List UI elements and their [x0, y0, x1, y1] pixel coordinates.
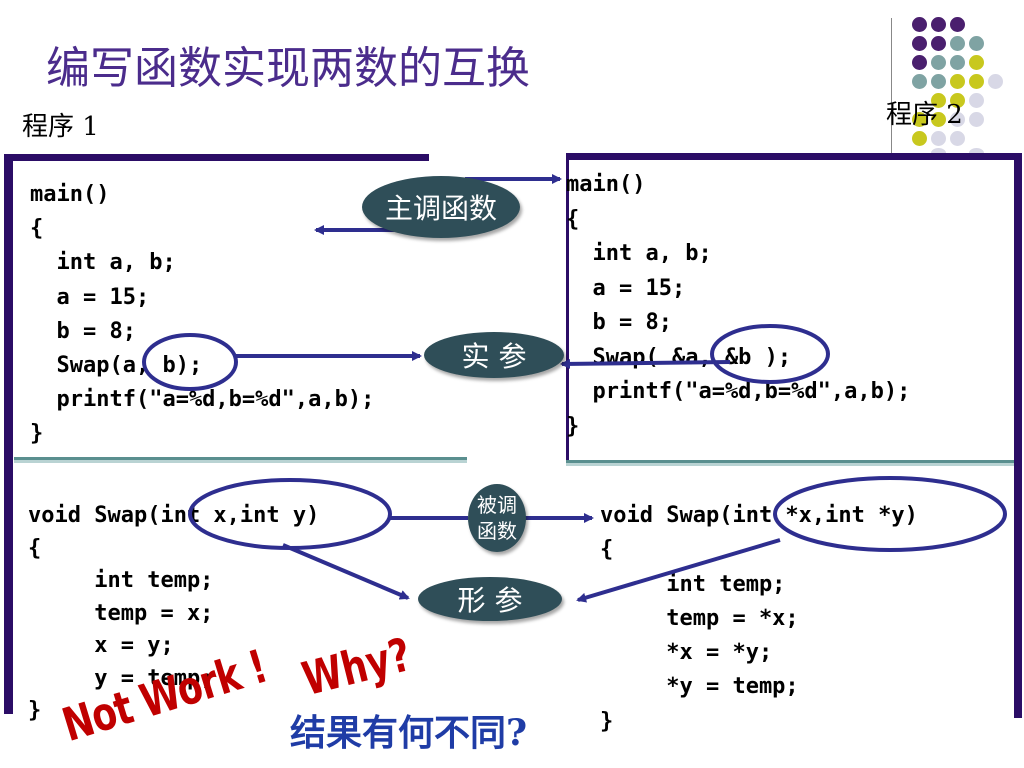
program1-label: 程序 1 [22, 112, 99, 142]
right-separator [566, 460, 1014, 466]
right-frame-top [566, 153, 1022, 160]
left-separator [14, 457, 467, 463]
main-code-program1: main() { int a, b; a = 15; b = 8; Swap(a… [30, 182, 375, 447]
left-frame-side [4, 154, 13, 714]
caller-function-label: 主调函数 [362, 176, 520, 238]
difference-question: 结果有何不同? [290, 712, 528, 754]
swap-code-program2: void Swap(int *x,int *y) { int temp; tem… [600, 503, 918, 734]
divider-line [891, 18, 892, 156]
slide-title: 编写函数实现两数的互换 [46, 43, 530, 94]
actual-params-label: 实 参 [424, 332, 564, 378]
left-frame-top [4, 154, 429, 161]
decorative-dots [0, 0, 1024, 160]
right-frame-inner [566, 153, 569, 465]
callee-function-label: 被调 函数 [468, 484, 526, 552]
right-frame-side [1014, 153, 1022, 718]
formal-params-label: 形 参 [418, 577, 562, 621]
program2-label: 程序 2 [886, 100, 963, 130]
main-code-program2: main() { int a, b; a = 15; b = 8; Swap( … [566, 172, 911, 439]
